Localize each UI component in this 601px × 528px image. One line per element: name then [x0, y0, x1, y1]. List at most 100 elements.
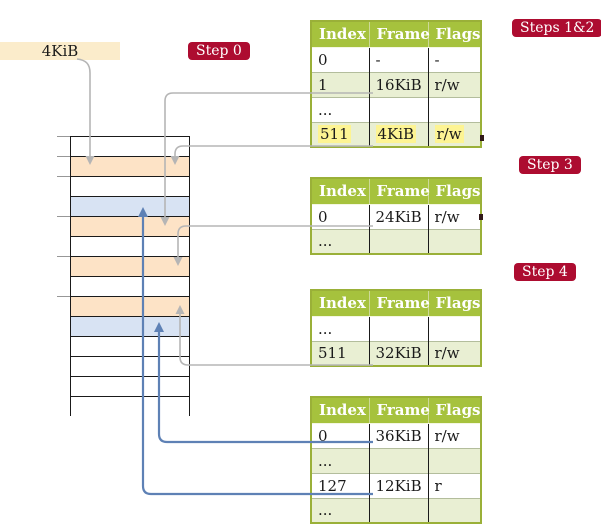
memory-row-44KiB [71, 357, 189, 377]
memory-row-28KiB [71, 277, 189, 297]
cell-flags [427, 315, 481, 341]
table-row: ... [311, 315, 481, 341]
table-row: ... [311, 96, 481, 122]
memory-row-24KiB [71, 257, 189, 277]
cell-frame: 24KiB [368, 203, 428, 229]
col-frame: Frame [368, 21, 430, 48]
cell-index: 511 [311, 340, 369, 366]
row-marker-stub [480, 135, 484, 141]
memory-row-36KiB [71, 317, 189, 337]
memory-row-4KiB [71, 157, 189, 177]
cell-index: 0 [311, 203, 369, 229]
cell-index: 0 [311, 422, 369, 448]
physical-memory-column [70, 136, 190, 417]
memory-tick [57, 256, 70, 257]
memory-row-12KiB [71, 197, 189, 217]
cell-index: ... [311, 96, 369, 122]
cell-frame [368, 315, 428, 341]
root-frame-label-box: 4KiB [0, 42, 120, 60]
col-frame: Frame [368, 397, 430, 424]
col-index: Index [311, 397, 369, 424]
memory-tick [57, 216, 70, 217]
cell-frame: - [368, 46, 428, 72]
cell-flags: r [427, 472, 481, 498]
badge-step-0: Step 0 [188, 42, 250, 60]
table-row-highlighted: 511 4KiB r/w [311, 121, 481, 147]
cell-frame [368, 96, 428, 122]
col-index: Index [311, 178, 369, 205]
col-frame: Frame [368, 290, 430, 317]
col-index: Index [311, 21, 369, 48]
cell-index: 127 [311, 472, 369, 498]
cell-flags [427, 228, 481, 254]
badge-steps-1-2: Steps 1&2 [512, 19, 601, 37]
page-table-step-3: Index Frame Flags 0 24KiB r/w ... [310, 177, 482, 255]
memory-row-8KiB [71, 177, 189, 197]
memory-row-52KiB [71, 397, 189, 417]
cell-index: ... [311, 228, 369, 254]
table-row: 0 - - [311, 46, 481, 72]
table-row: ... [311, 447, 481, 473]
col-flags: Flags [427, 397, 481, 424]
cell-flags: r/w [427, 203, 481, 229]
cell-index: 511 [311, 121, 369, 147]
memory-row-40KiB [71, 337, 189, 357]
memory-row-48KiB [71, 377, 189, 397]
memory-row-20KiB [71, 237, 189, 257]
cell-flags [427, 96, 481, 122]
memory-tick [57, 136, 70, 137]
cell-frame: 16KiB [368, 71, 428, 97]
cell-flags: r/w [427, 422, 481, 448]
cell-frame [368, 497, 428, 523]
cell-flags: r/w [427, 121, 481, 147]
table-header-row: Index Frame Flags [311, 290, 481, 317]
cell-frame: 36KiB [368, 422, 428, 448]
page-table-steps-1-2: Index Frame Flags 0 - - 1 16KiB r/w ... … [310, 20, 482, 148]
highlight-text: 511 [318, 125, 351, 144]
memory-tick [57, 296, 70, 297]
table-header-row: Index Frame Flags [311, 178, 481, 205]
highlight-text: 4KiB [375, 125, 417, 144]
table-header-row: Index Frame Flags [311, 397, 481, 424]
table-row: 511 32KiB r/w [311, 340, 481, 366]
cell-index: 1 [311, 71, 369, 97]
root-frame-label: 4KiB [41, 42, 79, 60]
table-row: ... [311, 228, 481, 254]
memory-row-32KiB [71, 297, 189, 317]
cell-index: ... [311, 497, 369, 523]
memory-tick [57, 176, 70, 177]
cell-index: ... [311, 315, 369, 341]
memory-row-0KiB [71, 137, 189, 157]
table-row: 0 24KiB r/w [311, 203, 481, 229]
table-row: 0 36KiB r/w [311, 422, 481, 448]
cell-frame [368, 447, 428, 473]
row-marker-stub [479, 214, 483, 220]
page-table-final: Index Frame Flags 0 36KiB r/w ... 127 12… [310, 396, 482, 524]
memory-tick [57, 156, 70, 157]
col-index: Index [311, 290, 369, 317]
col-flags: Flags [427, 178, 481, 205]
cell-flags: - [427, 46, 481, 72]
table-row: 1 16KiB r/w [311, 71, 481, 97]
cell-flags [427, 447, 481, 473]
highlight-text: r/w [434, 125, 464, 144]
table-row: 127 12KiB r [311, 472, 481, 498]
cell-frame [368, 228, 428, 254]
table-row: ... [311, 497, 481, 523]
col-flags: Flags [427, 21, 481, 48]
cell-frame: 32KiB [368, 340, 428, 366]
col-frame: Frame [368, 178, 430, 205]
cell-index: ... [311, 447, 369, 473]
badge-step-4: Step 4 [514, 263, 576, 281]
cell-frame: 12KiB [368, 472, 428, 498]
table-header-row: Index Frame Flags [311, 21, 481, 48]
cell-index: 0 [311, 46, 369, 72]
memory-row-16KiB [71, 217, 189, 237]
page-table-step-4: Index Frame Flags ... 511 32KiB r/w [310, 289, 482, 367]
cell-flags: r/w [427, 71, 481, 97]
cell-flags [427, 497, 481, 523]
badge-step-3: Step 3 [519, 156, 581, 174]
col-flags: Flags [427, 290, 481, 317]
cell-flags: r/w [427, 340, 481, 366]
